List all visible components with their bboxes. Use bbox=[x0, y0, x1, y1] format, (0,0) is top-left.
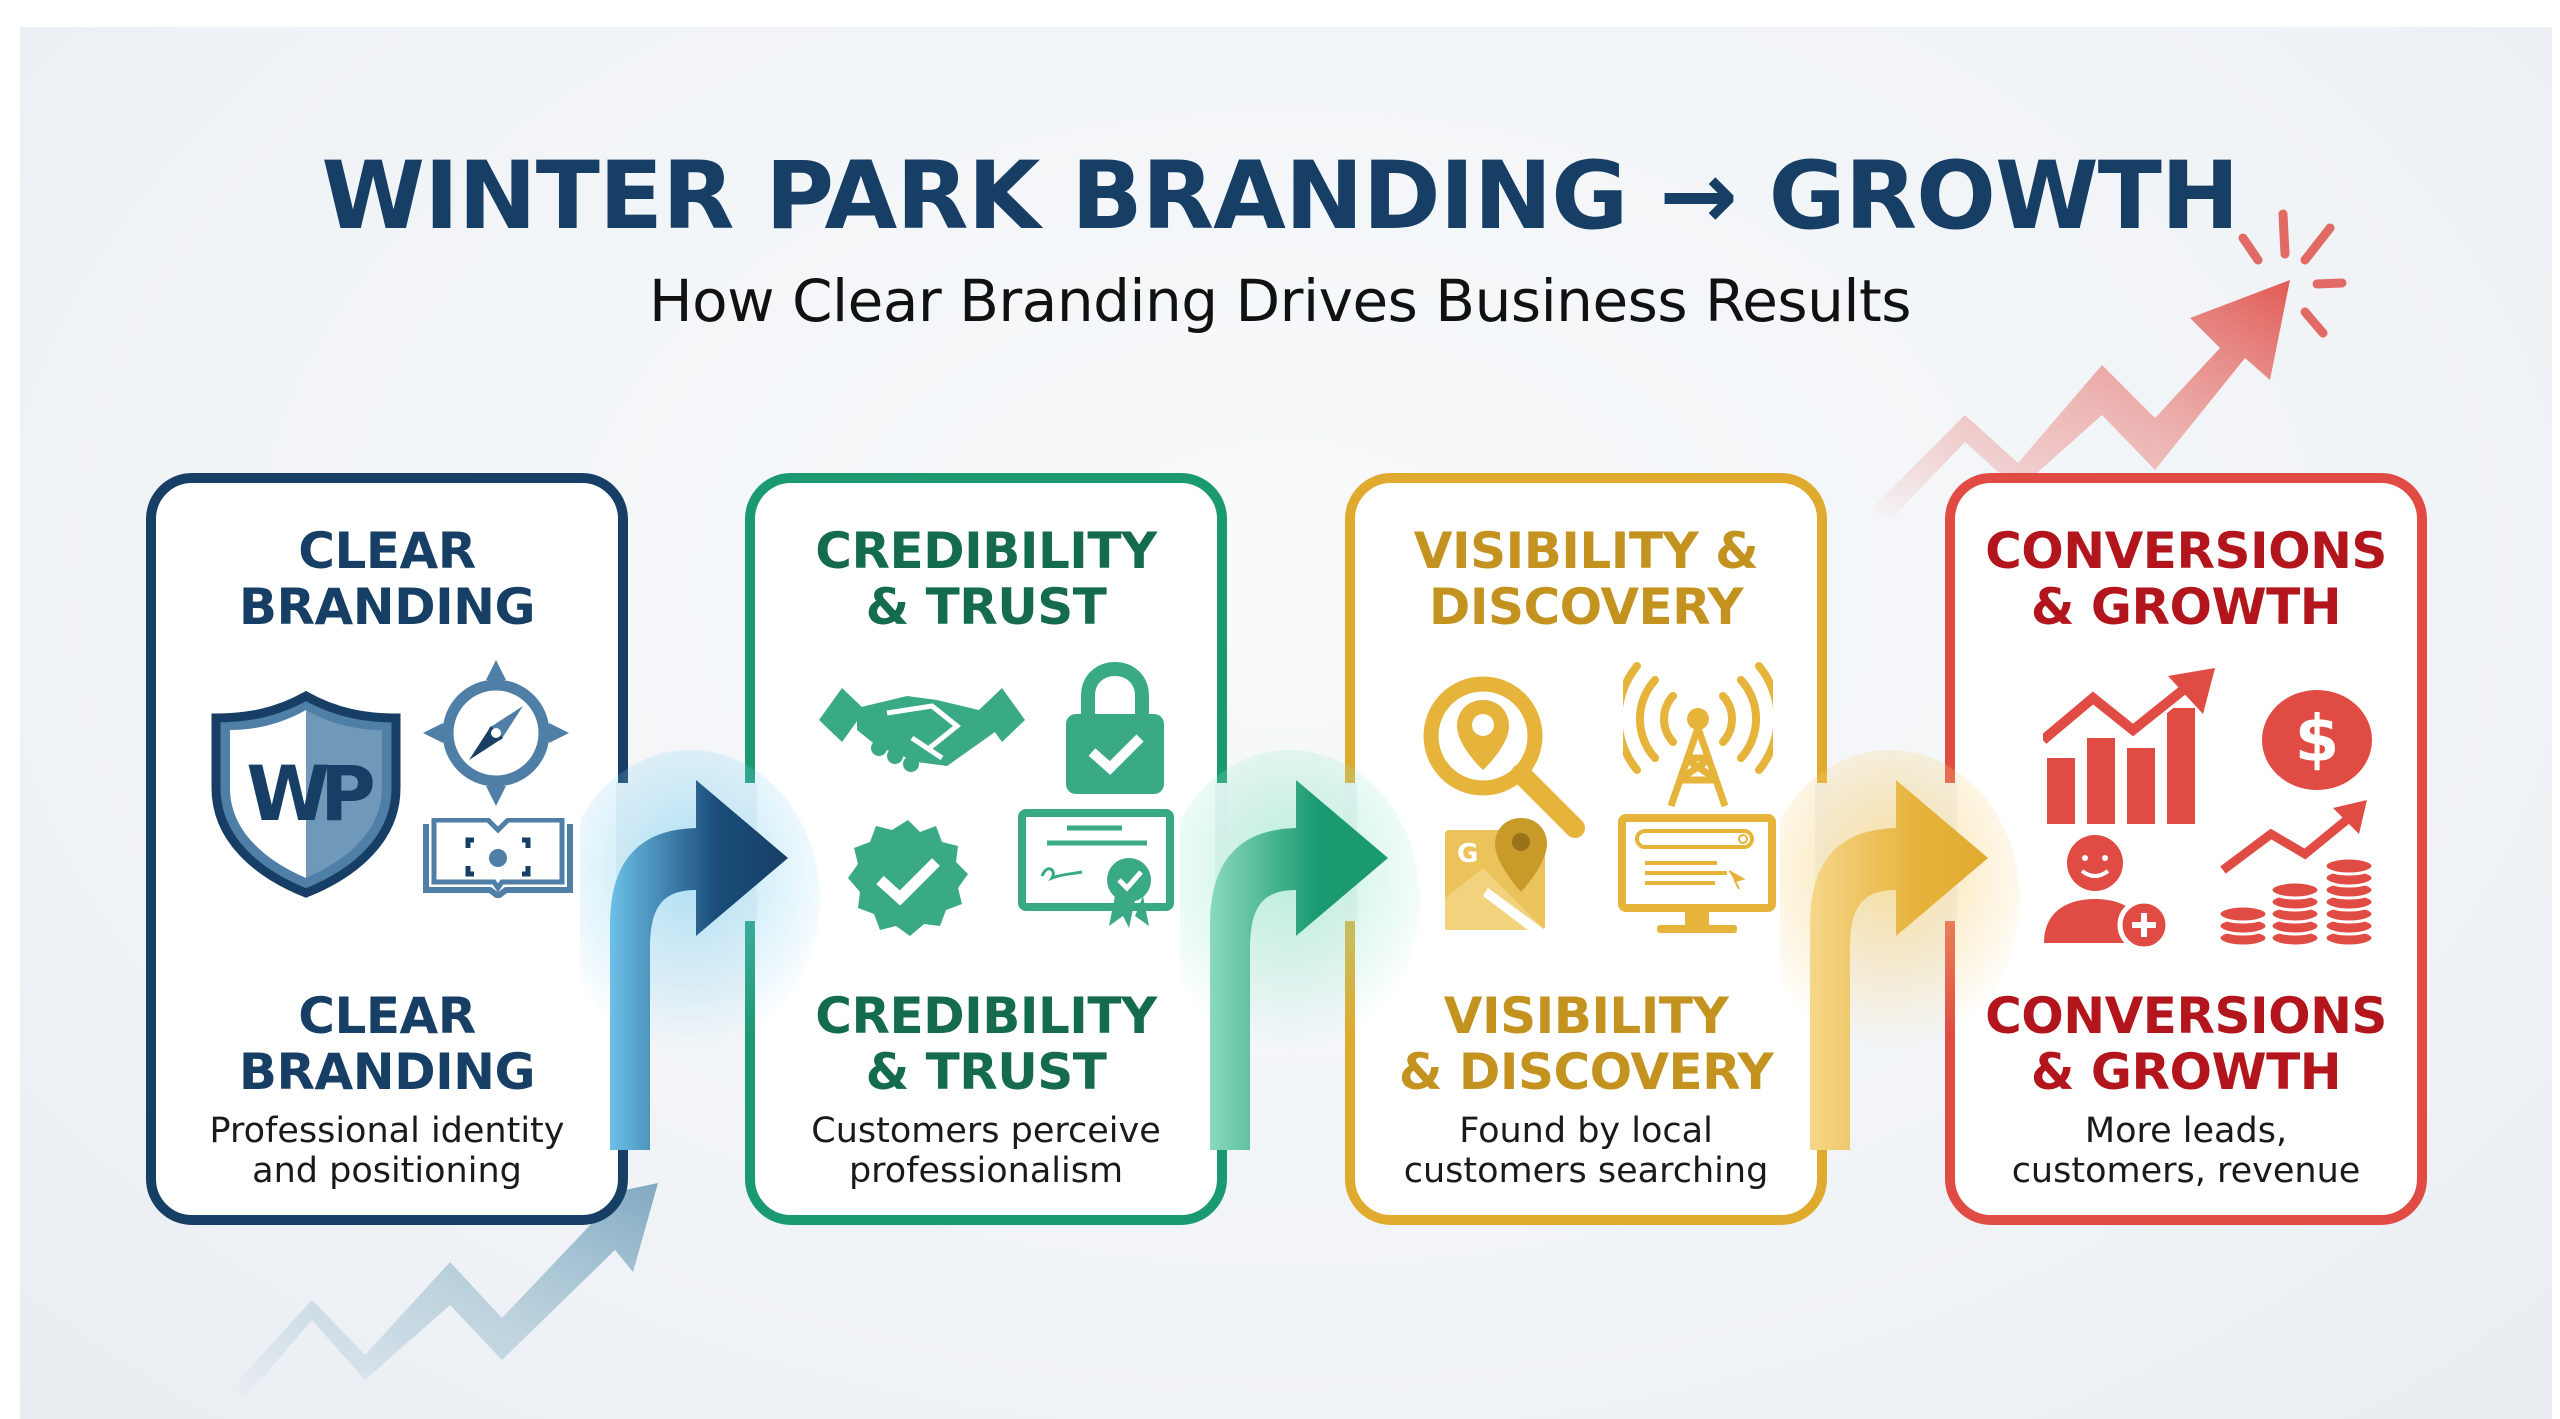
connector-arrow-1-icon bbox=[580, 750, 820, 1150]
step-card-conversions-growth: CONVERSIONS& GROWTH $ bbox=[1943, 473, 2427, 1225]
card-heading-bottom: VISIBILITY& DISCOVERY bbox=[1398, 987, 1774, 1101]
step-card-credibility-trust: CREDIBILITY& TRUST bbox=[743, 473, 1229, 1225]
search-monitor-icon bbox=[1618, 814, 1776, 933]
page-title: WINTER PARK BRANDING → GROWTH bbox=[321, 142, 2239, 251]
card-heading-bottom: CONVERSIONS& GROWTH bbox=[1985, 987, 2387, 1101]
coin-stacks-growth-icon bbox=[2217, 800, 2375, 948]
svg-text:$: $ bbox=[2295, 703, 2340, 777]
growth-arrow-top-right-icon bbox=[1870, 209, 2347, 520]
search-location-icon bbox=[1423, 676, 1585, 838]
card-description: More leads,customers, revenue bbox=[2011, 1111, 2361, 1191]
bar-chart-growth-icon bbox=[2043, 668, 2215, 824]
verified-badge-icon bbox=[848, 820, 968, 936]
connector-arrow-2-icon bbox=[1180, 750, 1420, 1150]
connector-arrow-3-icon bbox=[1780, 750, 2020, 1150]
certificate-icon bbox=[1018, 809, 1174, 928]
compass-icon bbox=[423, 660, 569, 806]
card-heading-top: VISIBILITY &DISCOVERY bbox=[1413, 522, 1759, 636]
add-customer-icon bbox=[2044, 835, 2171, 948]
page-subtitle: How Clear Branding Drives Business Resul… bbox=[649, 267, 1911, 335]
growth-arrow-bottom-left-icon bbox=[230, 1183, 658, 1398]
dollar-coin-icon: $ bbox=[2262, 690, 2372, 790]
open-book-focus-icon bbox=[423, 818, 573, 898]
card-heading-top: CONVERSIONS& GROWTH bbox=[1985, 522, 2387, 636]
broadcast-tower-icon bbox=[1623, 662, 1773, 808]
google-maps-icon: G bbox=[1445, 818, 1547, 930]
padlock-check-icon bbox=[1066, 662, 1164, 794]
svg-text:G: G bbox=[1457, 839, 1478, 869]
wp-shield-logo-icon: WP bbox=[211, 690, 401, 898]
card-heading-top: CREDIBILITY& TRUST bbox=[815, 522, 1157, 636]
handshake-icon bbox=[819, 688, 1025, 772]
svg-text:WP: WP bbox=[246, 749, 373, 838]
card-heading-bottom: CREDIBILITY& TRUST bbox=[815, 987, 1157, 1101]
